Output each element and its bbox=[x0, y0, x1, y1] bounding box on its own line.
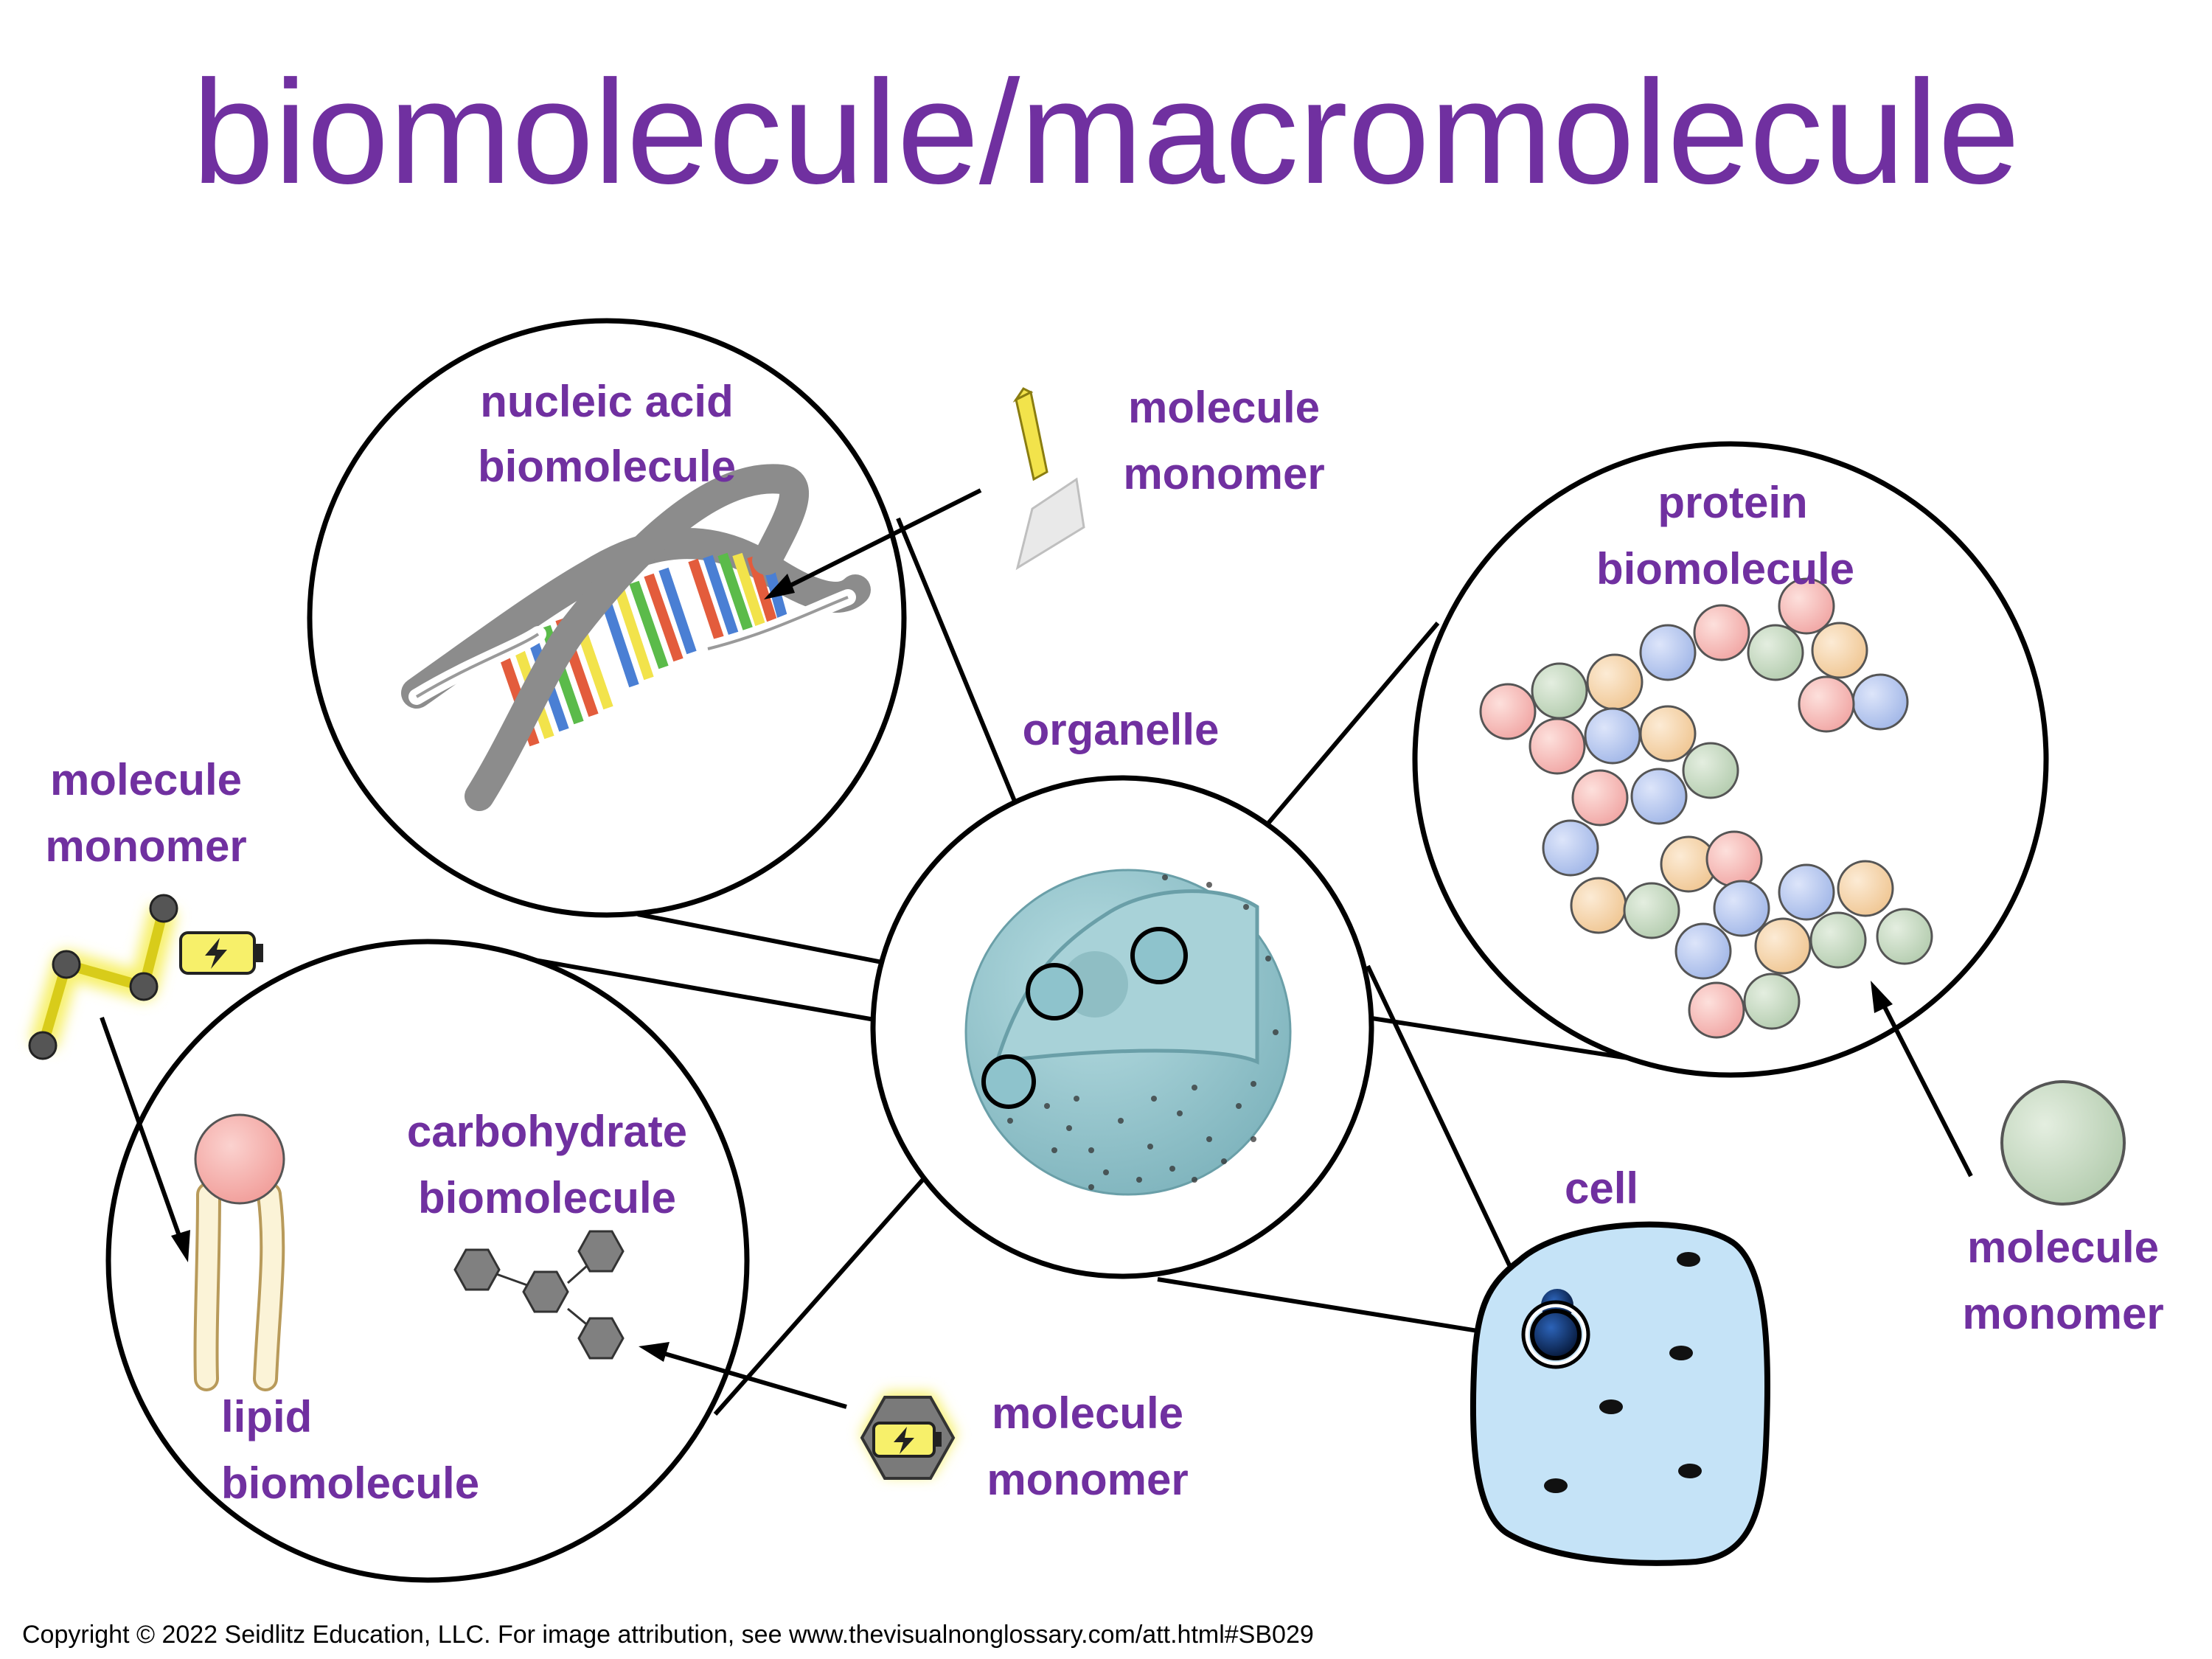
carbohydrate-label-line2: biomolecule bbox=[418, 1173, 676, 1222]
monomer-bottom-label-line1: molecule bbox=[992, 1388, 1183, 1438]
protein-zoom-circle: protein biomolecule bbox=[1412, 441, 2049, 1078]
arrow-fatty-acid-to-lipid bbox=[100, 1016, 190, 1262]
monomer-right-label-line2: monomer bbox=[1962, 1289, 2163, 1338]
arrow-nucleotide-to-dna bbox=[764, 488, 982, 599]
zoom-marker-protein bbox=[1130, 927, 1188, 984]
cell-label: cell bbox=[1565, 1164, 1638, 1213]
copyright-notice: Copyright © 2022 Seidlitz Education, LLC… bbox=[22, 1621, 1314, 1649]
monomer-right-label-line1: molecule bbox=[1967, 1222, 2159, 1272]
monomer-left-label-line1: molecule bbox=[50, 755, 242, 804]
nucleic-acid-label-line1: nucleic acid bbox=[480, 377, 733, 426]
battery-lightning-icon bbox=[179, 931, 263, 975]
hexagon-sugar-icon bbox=[860, 1392, 957, 1480]
cell-icon bbox=[1470, 1221, 1771, 1566]
monomer-left-label-line2: monomer bbox=[45, 821, 246, 871]
amino-acid-sphere-icon bbox=[2000, 1080, 2126, 1206]
nucleus-organelle-icon bbox=[964, 869, 1292, 1196]
lipid-label-line2: biomolecule bbox=[221, 1458, 479, 1508]
arrow-sugar-to-carbohydrate bbox=[639, 1342, 847, 1409]
monomer-top-label-line1: molecule bbox=[1128, 383, 1320, 432]
organelle-label: organelle bbox=[1023, 705, 1220, 754]
carbohydrate-chain-icon bbox=[453, 1230, 625, 1360]
zoom-marker-carbohydrate bbox=[981, 1054, 1036, 1109]
monomer-top-label-line2: monomer bbox=[1123, 449, 1324, 498]
protein-label-line1: protein bbox=[1658, 478, 1807, 527]
carbohydrate-label-line1: carbohydrate bbox=[407, 1107, 687, 1156]
zoom-marker-nucleic bbox=[1026, 963, 1083, 1020]
amino-acid-chain bbox=[1479, 577, 1933, 1039]
protein-label-line2: biomolecule bbox=[1596, 544, 1854, 594]
arrow-amino-acid-to-protein bbox=[1871, 981, 1973, 1178]
monomer-bottom-label-line2: monomer bbox=[987, 1455, 1188, 1504]
dna-double-helix-icon bbox=[401, 464, 871, 811]
nucleic-acid-label-line2: biomolecule bbox=[478, 442, 736, 491]
phospholipid-icon bbox=[193, 1113, 285, 1391]
zoom-marker-organelle bbox=[1521, 1300, 1590, 1369]
lipid-label-line1: lipid bbox=[221, 1392, 312, 1441]
fatty-acid-chain-icon bbox=[28, 894, 178, 1060]
page-title: biomolecule/macromolecule bbox=[192, 50, 2020, 215]
organelle-zoom-circle: organelle bbox=[870, 705, 1374, 1279]
nucleic-acid-zoom-circle: nucleic acid biomolecule bbox=[307, 318, 907, 918]
carbohydrate-lipid-zoom-circle: carbohydrate biomolecule lipid biomolecu… bbox=[105, 939, 750, 1583]
nucleotide-icon bbox=[1012, 387, 1085, 571]
